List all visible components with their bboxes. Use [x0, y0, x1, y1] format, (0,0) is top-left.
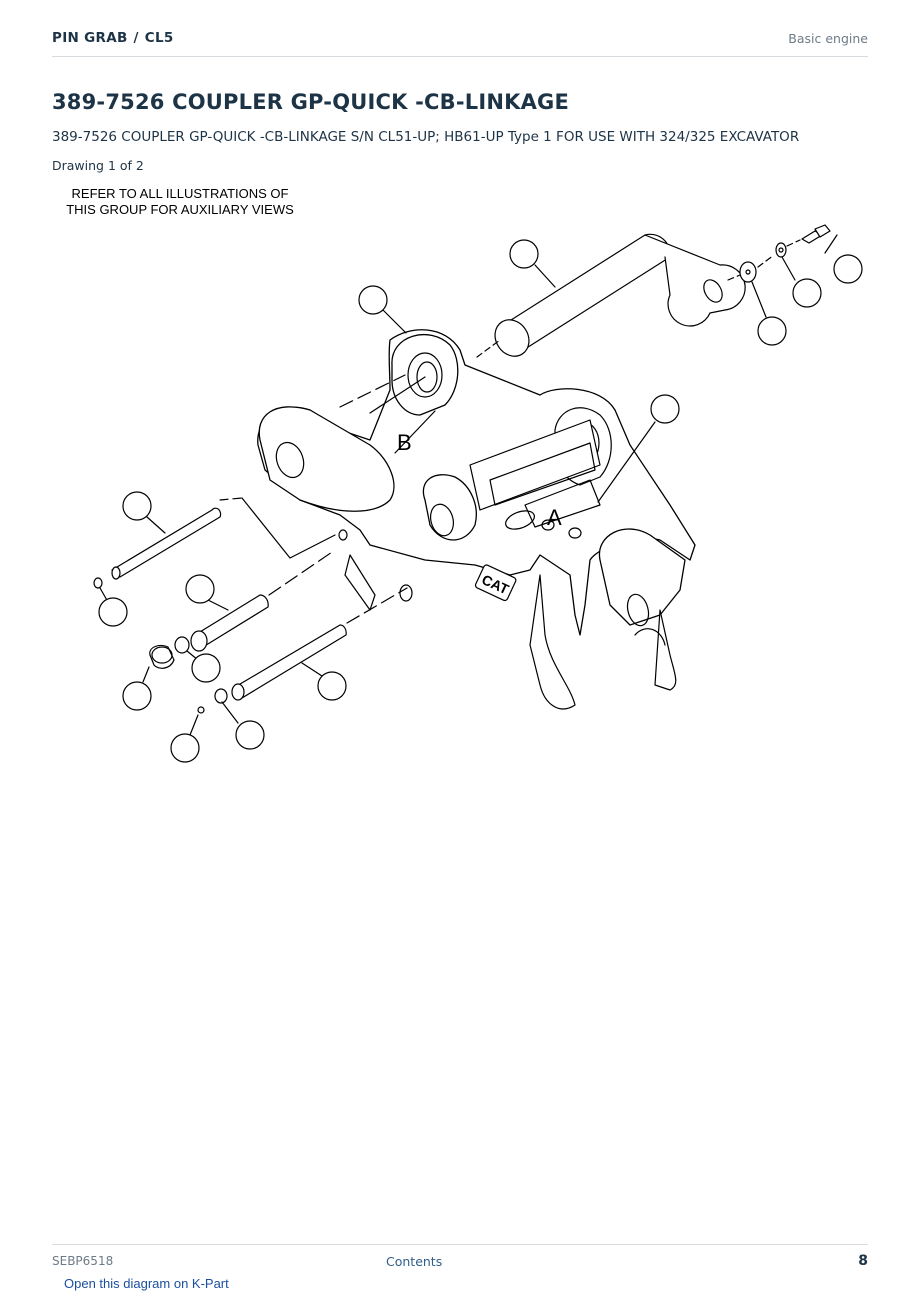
- drawing-count: Drawing 1 of 2: [52, 158, 144, 173]
- view-label-b: B: [397, 430, 412, 455]
- left-pins: [93, 339, 501, 714]
- page-subtitle: 389-7526 COUPLER GP-QUICK -CB-LINKAGE S/…: [52, 129, 800, 145]
- refer-note: REFER TO ALL ILLUSTRATIONS OF THIS GROUP…: [66, 186, 294, 217]
- open-in-kpart-link[interactable]: Open this diagram on K-Part: [64, 1276, 229, 1291]
- coupler-body: CAT: [257, 329, 696, 710]
- page-title: 389-7526 COUPLER GP-QUICK -CB-LINKAGE: [52, 90, 570, 114]
- top-pin-assembly: [494, 224, 831, 357]
- breadcrumb: PIN GRAB / CL5: [52, 30, 174, 46]
- breadcrumb-separator: /: [133, 30, 139, 46]
- view-label-a: A: [547, 505, 562, 530]
- contents-link[interactable]: Contents: [386, 1254, 443, 1269]
- page-header: PIN GRAB / CL5 Basic engine: [52, 28, 868, 57]
- page-number: 8: [858, 1253, 868, 1269]
- breadcrumb-item-model[interactable]: PIN GRAB: [52, 30, 128, 46]
- callouts: [98, 234, 863, 763]
- breadcrumb-item-serial[interactable]: CL5: [144, 30, 174, 46]
- section-label: Basic engine: [788, 31, 868, 46]
- document-id: SEBP6518: [52, 1254, 114, 1268]
- parts-diagram: CAT: [93, 224, 863, 763]
- page-footer: SEBP6518 Contents 8: [52, 1244, 868, 1275]
